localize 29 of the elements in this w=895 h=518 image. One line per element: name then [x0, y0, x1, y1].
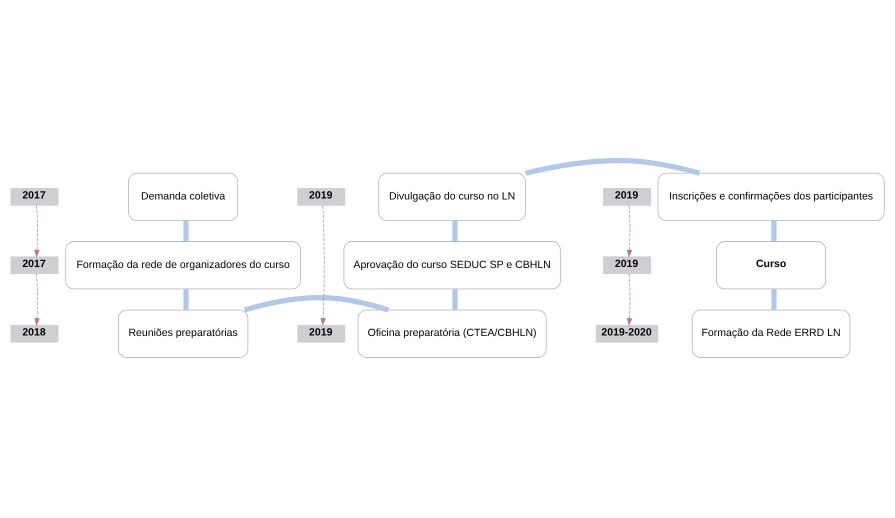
- connector: [452, 220, 458, 242]
- arrow: [34, 205, 40, 258]
- node-box: Aprovação do curso SEDUC SP e CBHLN: [344, 241, 561, 290]
- node-box: 2018: [10, 324, 58, 343]
- connector: [771, 220, 777, 242]
- node-box: 2019: [297, 324, 346, 343]
- connector: [183, 288, 189, 310]
- connector: [525, 158, 700, 176]
- node-box: Formação da rede de organizadores do curso: [65, 241, 301, 290]
- arrow: [320, 205, 326, 326]
- node-box: Formação da Rede ERRD LN: [692, 310, 850, 358]
- node-box: Reuniões preparatórias: [118, 310, 248, 358]
- node-box: Oficina preparatória (CTEA/CBHLN): [358, 310, 546, 358]
- node-box: Inscrições e confirmações dos participantes: [658, 172, 885, 221]
- connector: [183, 220, 189, 242]
- connector: [771, 288, 777, 310]
- connector: [452, 288, 458, 310]
- node-box: 2019: [603, 256, 652, 274]
- node-box: 2019: [603, 188, 652, 206]
- node-box: Curso: [716, 241, 826, 290]
- node-box: 2019-2020: [596, 324, 658, 343]
- arrow: [34, 274, 40, 326]
- node-box: 2017: [10, 256, 58, 274]
- node-box: 2017: [10, 188, 58, 206]
- arrow: [626, 205, 632, 258]
- arrow: [626, 274, 632, 326]
- node-box: Divulgação do curso no LN: [378, 172, 526, 221]
- node-box: 2019: [297, 188, 346, 206]
- node-box: Demanda coletiva: [128, 172, 238, 221]
